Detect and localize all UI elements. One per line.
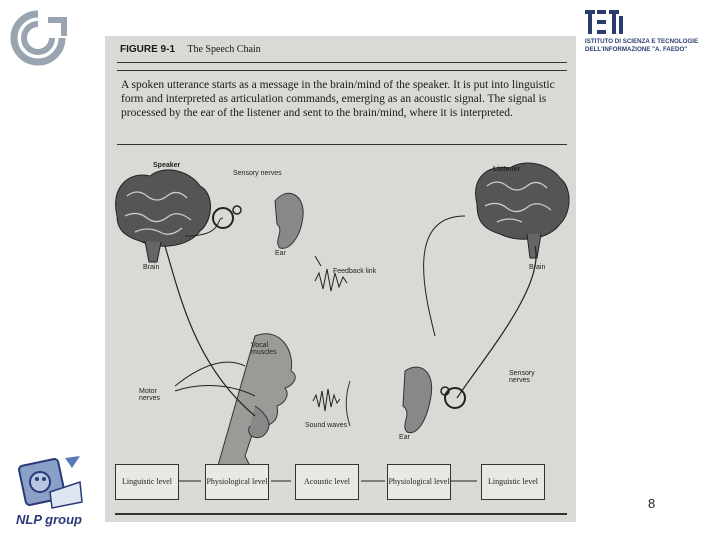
speech-chain-drawing — [115, 162, 570, 515]
level-box-acoustic: Acoustic level — [295, 464, 359, 500]
top-ear-icon — [212, 192, 304, 249]
label-brain-right: Brain — [529, 264, 546, 271]
caption-rule — [117, 144, 567, 145]
figure-caption: A spoken utterance starts as a message i… — [121, 79, 555, 119]
label-sensory-nerves-right: Sensory nerves — [509, 370, 535, 384]
level-box-physiological-speaker: Physiological level — [205, 464, 269, 500]
bottom-ear-icon — [402, 366, 466, 434]
nlp-group-logo: NLP group — [10, 452, 90, 530]
isti-mark-icon — [585, 10, 623, 34]
level-box-linguistic-speaker: Linguistic level — [115, 464, 179, 500]
label-listener: Listener — [493, 166, 521, 173]
isti-logo: ISTITUTO DI SCIENZA E TECNOLOGIE DELL'IN… — [585, 8, 715, 68]
speaker-brain-icon — [115, 169, 211, 263]
level-box-linguistic-listener: Linguistic level — [481, 464, 545, 500]
figure-title: The Speech Chain — [187, 44, 261, 55]
figure-label: FIGURE 9-1 — [120, 44, 176, 55]
label-sensory-nerves-top: Sensory nerves — [233, 170, 282, 177]
header-rule-2 — [117, 70, 567, 71]
level-box-physiological-listener: Physiological level — [387, 464, 451, 500]
label-brain-left: Brain — [143, 264, 160, 271]
nlp-book-icon — [18, 456, 83, 509]
speech-chain-figure: FIGURE 9-1 The Speech Chain A spoken utt… — [105, 36, 576, 522]
isti-name-line1: ISTITUTO DI SCIENZA E TECNOLOGIE — [585, 38, 699, 45]
page-number: 8 — [648, 496, 656, 511]
figure-header: FIGURE 9-1 The Speech Chain — [120, 44, 261, 55]
label-speaker: Speaker — [153, 162, 181, 169]
label-ear-top: Ear — [275, 250, 286, 257]
listener-brain-icon — [475, 162, 570, 259]
label-sound-waves: Sound waves — [305, 422, 348, 429]
label-motor-nerves: Motor nerves — [139, 388, 161, 402]
header-rule — [117, 62, 567, 63]
label-vocal-muscles: Vocal muscles — [251, 342, 277, 356]
label-feedback-link: Feedback link — [333, 268, 377, 275]
nlp-group-text: NLP group — [16, 512, 82, 527]
isti-name-line2: DELL'INFORMAZIONE "A. FAEDO" — [585, 46, 688, 54]
speaker-face-icon — [214, 333, 296, 477]
cnr-logo — [8, 8, 70, 66]
label-ear-bottom: Ear — [399, 434, 410, 441]
